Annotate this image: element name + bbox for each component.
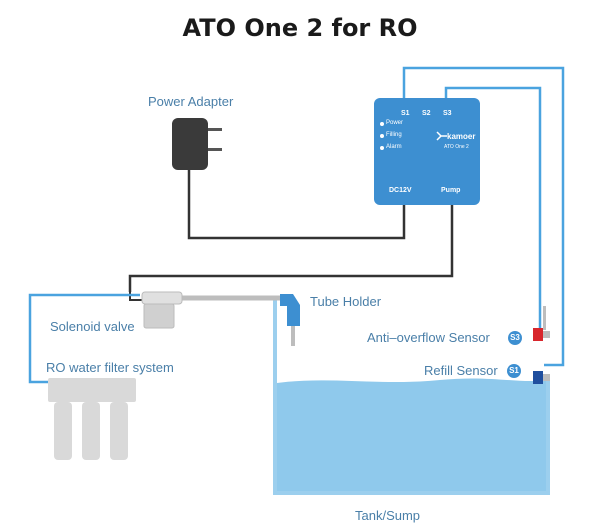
solenoid-valve-label: Solenoid valve <box>50 319 135 334</box>
ro-filter-label: RO water filter system <box>46 360 174 375</box>
model-label: ATO One 2 <box>444 144 469 150</box>
page-title: ATO One 2 for RO <box>182 14 418 42</box>
alarm-led-icon <box>380 146 384 150</box>
tube-holder-label: Tube Holder <box>310 294 382 309</box>
tube-holder-icon <box>280 294 300 346</box>
led-filling-label: Filling <box>386 132 402 138</box>
power-led-icon <box>380 122 384 126</box>
power-adapter-label: Power Adapter <box>148 94 234 109</box>
anti-overflow-sensor-icon <box>533 306 550 341</box>
refill-sensor-label: Refill Sensor <box>424 363 498 378</box>
adapter-cable <box>187 170 406 240</box>
port-dc12v-label: DC12V <box>389 187 412 194</box>
solenoid-valve-icon <box>141 291 183 329</box>
ro-filter-icon <box>48 378 136 460</box>
tank-label: Tank/Sump <box>355 508 421 523</box>
led-alarm-label: Alarm <box>386 144 402 150</box>
port-pump-label: Pump <box>441 187 461 194</box>
kamoer-logo-icon <box>436 131 447 141</box>
port-s2-label: S2 <box>422 110 431 117</box>
controller-body <box>374 98 480 205</box>
port-s1-label: S1 <box>401 110 410 117</box>
led-power-label: Power <box>386 120 404 126</box>
pump-cable <box>128 205 454 292</box>
brand-label: kamoer <box>447 132 476 141</box>
badge-s1: S1 <box>507 364 521 378</box>
power-adapter-icon <box>172 118 222 170</box>
badge-s3: S3 <box>508 331 522 345</box>
filling-led-icon <box>380 134 384 138</box>
port-s3-label: S3 <box>443 110 452 117</box>
refill-sensor-icon <box>533 371 550 384</box>
anti-overflow-cable <box>402 66 565 367</box>
ro-inlet-line <box>28 293 140 384</box>
anti-overflow-sensor-label: Anti–overflow Sensor <box>367 330 490 345</box>
tank <box>273 300 550 495</box>
refill-cable <box>444 86 542 332</box>
